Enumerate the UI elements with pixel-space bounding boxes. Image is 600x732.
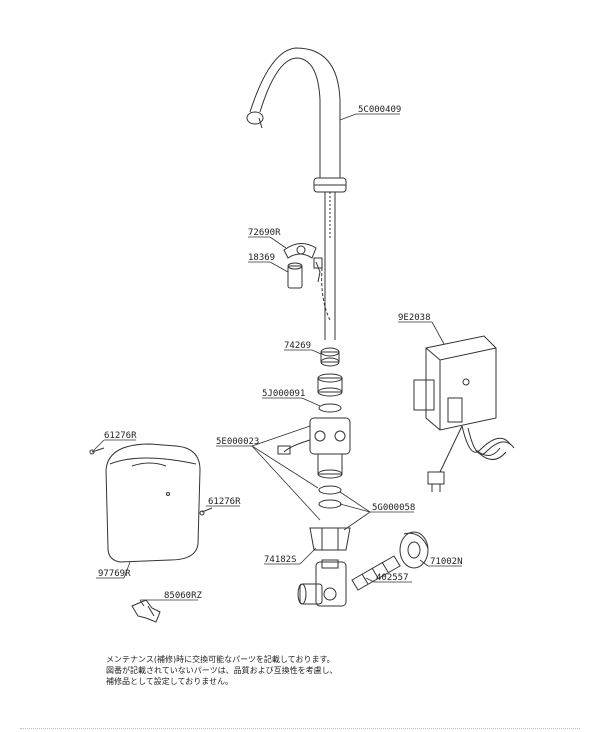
- valve-upper-drawing: [317, 373, 343, 397]
- label-ring-small: 72690R: [248, 228, 281, 238]
- label-screw-side: 61276R: [208, 497, 241, 507]
- sleeve-18369-drawing: [287, 257, 323, 289]
- screw-side-drawing: [199, 507, 213, 516]
- key-85060rz-drawing: [131, 599, 161, 623]
- label-screw-top: 61276R: [104, 431, 137, 441]
- spout-drawing: [246, 47, 347, 340]
- label-valve: 5E000023: [216, 437, 259, 447]
- oring-upper-drawing: [318, 403, 342, 413]
- screw-top-drawing: [89, 447, 105, 455]
- maintenance-note: メンテナンス(補修)時に交換可能なパーツを記載しております。 図番が記載されてい…: [106, 654, 338, 687]
- valve-5e000023-drawing: [277, 417, 351, 479]
- label-key: 85060RZ: [164, 591, 203, 601]
- bracket-74182s-drawing: [309, 527, 351, 551]
- label-oring-lower: 5G000058: [372, 503, 415, 513]
- note-line-3: 補修品として設定しておりません。: [106, 677, 234, 686]
- label-nipple: 402557: [376, 573, 409, 583]
- oring-lower-1-drawing: [318, 485, 342, 495]
- label-cover: 97769R: [98, 569, 131, 579]
- label-sleeve: 18369: [248, 253, 275, 263]
- nipple-402557-drawing: [351, 555, 401, 591]
- label-spout: 5C000409: [358, 105, 401, 115]
- elbow-body-drawing: [297, 559, 347, 607]
- note-line-2: 図番が記載されていないパーツは、品質および互換性を考慮し、: [106, 666, 338, 675]
- footer-divider: [20, 728, 580, 729]
- label-power-unit: 9E2038: [398, 313, 431, 323]
- leader-lines: [93, 113, 462, 607]
- oring-lower-2-drawing: [318, 499, 342, 509]
- label-oring-upper: 5J000091: [262, 389, 305, 399]
- cover-97769r-drawing: [105, 443, 201, 563]
- label-flange: 71002N: [430, 557, 463, 567]
- power-unit-9e2038-drawing: [413, 335, 515, 492]
- ring-72690r-drawing: [283, 243, 317, 259]
- note-line-1: メンテナンス(補修)時に交換可能なパーツを記載しております。: [106, 655, 335, 664]
- label-bracket: 74182S: [264, 555, 297, 565]
- label-nut: 74269: [284, 341, 311, 351]
- nut-74269-drawing: [320, 347, 340, 367]
- flange-71002n-drawing: [399, 531, 429, 569]
